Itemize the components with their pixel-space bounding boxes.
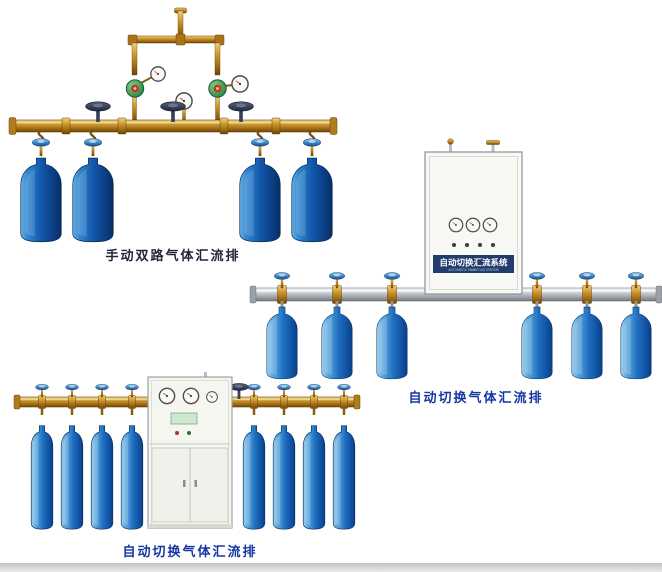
cylinder-valve-knob: [125, 383, 139, 398]
door-handle: [183, 480, 186, 487]
figure-caption: 自动切换气体汇流排: [408, 391, 544, 406]
cylinder-valve-knob: [83, 138, 103, 157]
pressure-gauge: [231, 75, 249, 93]
next-image-edge: [0, 563, 662, 572]
gas-cylinder: [571, 306, 603, 380]
cylinder-valve-knob: [35, 383, 49, 398]
control-box-name-band: [433, 255, 514, 273]
gas-cylinder: [60, 425, 84, 530]
cylinder-valve-knob: [578, 272, 596, 289]
cylinder-valve-knob: [273, 272, 291, 289]
gas-cylinder: [332, 425, 356, 530]
cylinder-valve-knob: [328, 272, 346, 289]
gas-cylinder: [266, 306, 298, 380]
gas-cylinder: [120, 425, 144, 530]
valve-handwheel: [160, 101, 186, 122]
cylinder-valve-knob: [528, 272, 546, 289]
cylinder-valve-knob: [65, 383, 79, 398]
gas-cylinder: [321, 306, 353, 380]
gas-cylinder: [242, 425, 266, 530]
valve-handwheel: [228, 101, 254, 122]
manifold-pipe: [8, 117, 338, 135]
cylinder-valve-knob: [383, 272, 401, 289]
cylinder-valve-knob: [627, 272, 645, 289]
pressure-gauge: [158, 387, 176, 405]
pressure-gauge: [206, 391, 218, 403]
display-panel: [170, 412, 198, 425]
gas-cylinder: [20, 157, 62, 243]
gas-cylinder: [302, 425, 326, 530]
cylinder-stems: [40, 407, 346, 415]
pressure-regulator: [125, 79, 145, 98]
gas-cylinder: [72, 157, 114, 243]
cylinder-stems: [280, 301, 638, 309]
pressure-gauge: [448, 217, 464, 233]
cylinder-valve-knob: [31, 138, 51, 157]
figure-caption: 自动切换气体汇流排: [122, 545, 258, 560]
gas-cylinder: [90, 425, 114, 530]
pressure-gauge: [182, 387, 200, 405]
figure-auto-switch-wall: 自动切换汇流系统 AUTOMATIC MANIFOLD SYSTEM: [249, 138, 662, 380]
gas-cylinder: [272, 425, 296, 530]
figure-caption: 手动双路气体汇流排: [105, 249, 241, 264]
valve-handwheel: [85, 101, 111, 122]
pressure-gauge: [482, 217, 498, 233]
cylinder-valve-knob: [247, 383, 261, 398]
cylinder-valve-knob: [277, 383, 291, 398]
gas-cylinder: [521, 306, 553, 380]
control-box-label: 自动切换汇流系统: [439, 258, 508, 269]
cylinder-valve-knob: [307, 383, 321, 398]
door-handle: [194, 480, 197, 487]
cylinder-valve-knob: [95, 383, 109, 398]
control-box-sublabel: AUTOMATIC MANIFOLD SYSTEM: [448, 268, 499, 272]
cylinder-valve-knob: [337, 383, 351, 398]
indicator-light: [187, 431, 191, 435]
indicator-light: [175, 431, 179, 435]
control-cabinet: [147, 372, 233, 529]
gas-cylinder: [620, 306, 652, 380]
gas-cylinder: [376, 306, 408, 380]
figure-auto-switch-cabinet: [13, 372, 361, 530]
indicator-lights: [452, 243, 495, 247]
control-box: 自动切换汇流系统 AUTOMATIC MANIFOLD SYSTEM: [424, 138, 523, 295]
gas-cylinder: [30, 425, 54, 530]
pressure-gauge: [150, 66, 166, 82]
figure-manual-dual-manifold: [8, 7, 338, 243]
pressure-regulator: [208, 79, 227, 98]
pressure-gauge: [465, 217, 481, 233]
